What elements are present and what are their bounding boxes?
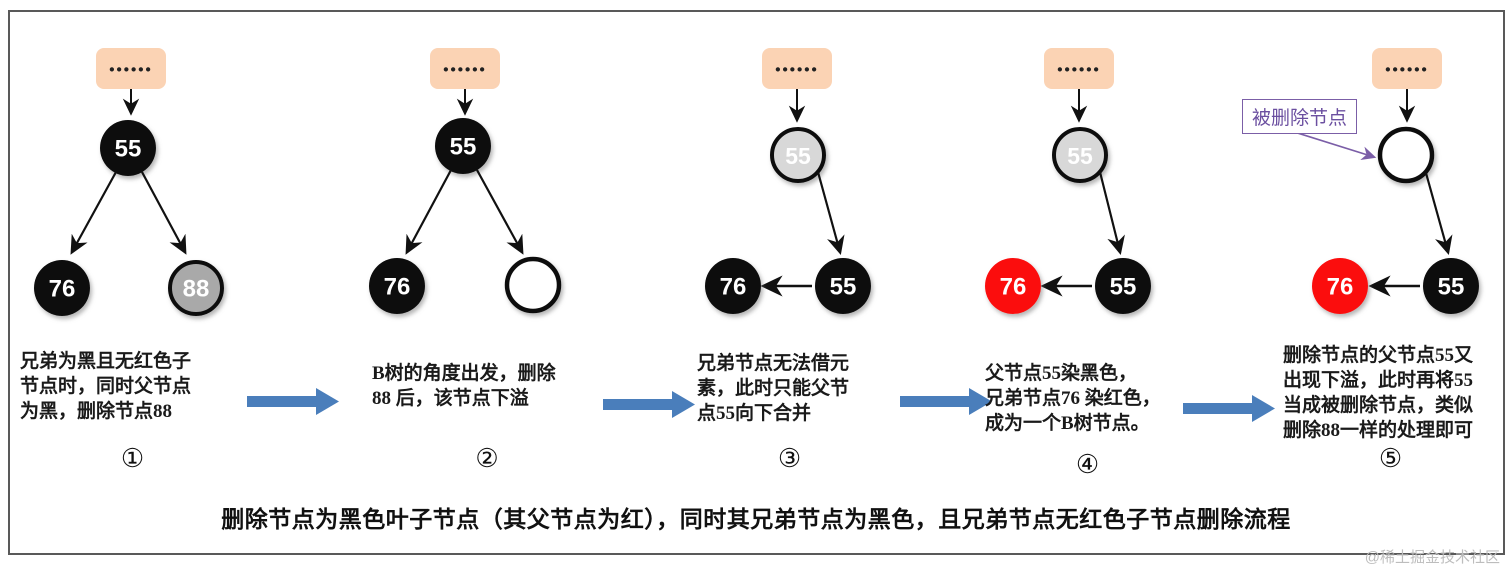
panel-4-description: 父节点55染黑色， 兄弟节点76 染红色， 成为一个B树节点。 — [985, 363, 1161, 435]
node-empty — [504, 256, 562, 314]
panel-5-step-number: ⑤ — [1378, 444, 1403, 473]
edge-root-to-merged — [1098, 171, 1125, 255]
arrow-4-to-5 — [1183, 395, 1275, 422]
ellipsis-box — [762, 48, 832, 89]
node-root-55-label: 55 — [115, 136, 142, 163]
node-76 — [34, 260, 90, 316]
node-sibling-76-label: 76 — [1000, 274, 1027, 301]
panel-2-tree: •••••• 55 76 — [369, 48, 562, 314]
panel-3-step-number: ③ — [777, 444, 802, 473]
node-root-55-ghost-label: 55 — [1067, 143, 1093, 169]
panel-4-step-number: ④ — [1075, 450, 1100, 479]
node-merged-55-label: 55 — [1110, 274, 1137, 301]
edge-root-right — [476, 169, 524, 255]
node-sibling-76 — [985, 258, 1041, 314]
edge-root-to-merged — [816, 171, 845, 255]
node-88-label: 88 — [183, 276, 210, 303]
panel-1-description: 兄弟为黑且无红色子 节点时，同时父节点 为黑，删除节点88 — [20, 351, 192, 423]
edge-root-left — [70, 171, 117, 255]
node-child-55 — [1423, 258, 1479, 314]
edge-root-to-child — [1424, 172, 1453, 255]
ellipsis-label: •••••• — [775, 62, 819, 79]
arrow-3-to-4 — [900, 388, 992, 415]
figure-caption: 删除节点为黑色叶子节点（其父节点为红），同时其兄弟节点为黑色，且兄弟节点无红色子… — [221, 507, 1291, 532]
deleted-node-callout: 被删除节点 — [1242, 99, 1358, 134]
panel-5-tree: •••••• 55 76 — [1271, 48, 1479, 314]
panel-1-tree: •••••• 55 76 88 — [34, 48, 224, 316]
panel-3-description: 兄弟节点无法借元 素，此时只能父节 点55向下合并 — [697, 353, 850, 425]
ellipsis-label: •••••• — [443, 62, 487, 79]
node-root-55-label: 55 — [450, 134, 477, 161]
arrow-2-to-3 — [603, 391, 695, 418]
watermark: @稀土掘金技术社区 — [1364, 549, 1500, 566]
node-sibling-76-label: 76 — [1327, 274, 1354, 301]
ellipsis-box — [96, 48, 166, 89]
ellipsis-box — [430, 48, 500, 89]
edge-root-left — [405, 169, 452, 255]
node-merged-55-label: 55 — [830, 274, 857, 301]
panel-2-step-number: ② — [475, 444, 499, 473]
node-88 — [168, 260, 224, 316]
node-76 — [369, 258, 425, 314]
panel-3-tree: •••••• 55 55 76 — [705, 48, 871, 314]
node-root-empty — [1377, 126, 1435, 184]
panel-2-description: B树的角度出发，删除 88 后，该节点下溢 — [372, 363, 556, 410]
node-child-55-label: 55 — [1438, 274, 1465, 301]
node-root-55-ghost-label: 55 — [785, 143, 811, 169]
ellipsis-label: •••••• — [1385, 62, 1429, 79]
edge-root-right — [141, 171, 187, 255]
panel-1-step-number: ① — [120, 444, 145, 473]
node-sibling-76 — [705, 258, 761, 314]
node-76-label: 76 — [49, 276, 76, 303]
panel-4-tree: •••••• 55 55 76 — [985, 48, 1151, 314]
node-root-55-ghost — [770, 127, 826, 183]
node-root-55 — [435, 118, 491, 174]
node-sibling-76 — [1312, 258, 1368, 314]
panel-5-description: 删除节点的父节点55又 出现下溢，此时再将55 当成被删除节点，类似 删除88一… — [1283, 345, 1474, 442]
node-merged-55 — [1095, 258, 1151, 314]
node-root-55-ghost — [1052, 127, 1108, 183]
node-76-label: 76 — [384, 274, 411, 301]
node-merged-55 — [815, 258, 871, 314]
ellipsis-label: •••••• — [1057, 62, 1101, 79]
ellipsis-box — [1372, 48, 1442, 89]
node-sibling-76-label: 76 — [720, 274, 747, 301]
step-arrows — [247, 388, 1275, 422]
ellipsis-label: •••••• — [109, 62, 153, 79]
node-root-55 — [100, 120, 156, 176]
ellipsis-box — [1044, 48, 1114, 89]
arrow-1-to-2 — [247, 388, 339, 415]
